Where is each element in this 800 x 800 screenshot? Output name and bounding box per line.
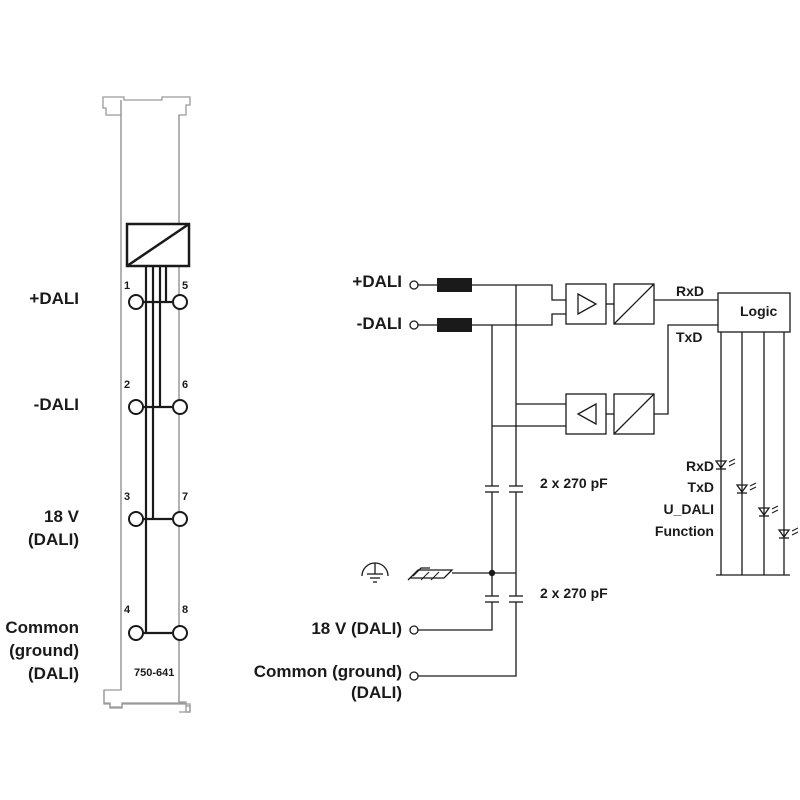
label-dali-minus: -DALI xyxy=(34,395,79,414)
choke-dali-plus xyxy=(437,278,472,292)
module-model-number: 750-641 xyxy=(134,667,174,679)
schematic-label-common-line2: (DALI) xyxy=(351,683,402,702)
terminal-2 xyxy=(128,399,144,415)
label-common-line1: Common xyxy=(5,618,79,637)
terminal-number-3: 3 xyxy=(124,491,130,503)
receiver-amplifier xyxy=(565,283,607,325)
label-dali-plus: +DALI xyxy=(29,289,79,308)
label-common-line3: (DALI) xyxy=(28,664,79,683)
protective-earth-icon xyxy=(361,562,389,583)
led-label-function: Function xyxy=(655,523,714,539)
terminal-number-2: 2 xyxy=(124,379,130,391)
input-terminal-common xyxy=(409,671,419,681)
txd-signal-label: TxD xyxy=(676,329,702,345)
module-housing xyxy=(102,96,191,713)
module-terminals xyxy=(128,294,188,641)
din-rail-icon xyxy=(407,567,454,581)
capacitor-pair-upper xyxy=(485,485,523,493)
terminal-1 xyxy=(128,294,144,310)
terminal-number-8: 8 xyxy=(182,604,188,616)
schematic-label-common-line1: Common (ground) xyxy=(254,662,402,681)
choke-dali-minus xyxy=(437,318,472,332)
terminal-6 xyxy=(172,399,188,415)
label-18v-line1: 18 V xyxy=(44,507,80,526)
terminal-7 xyxy=(172,511,188,527)
led-txd-icon xyxy=(735,482,757,494)
transmitter-amplifier xyxy=(565,393,607,435)
label-18v-line2: (DALI) xyxy=(28,530,79,549)
terminal-numbers: 1 5 2 6 3 7 4 8 xyxy=(124,280,188,616)
led-rxd-icon xyxy=(714,458,736,470)
schematic-label-18v: 18 V (DALI) xyxy=(311,619,402,638)
module-labels: +DALI -DALI 18 V (DALI) Common (ground) … xyxy=(5,289,79,683)
terminal-5 xyxy=(172,294,188,310)
terminal-3 xyxy=(128,511,144,527)
schematic: +DALI -DALI 18 V (DALI) Common (ground) … xyxy=(254,272,799,702)
terminal-number-6: 6 xyxy=(182,379,188,391)
led-label-rxd: RxD xyxy=(686,458,714,474)
module-converter-box xyxy=(125,222,191,268)
led-function-icon xyxy=(777,527,799,539)
terminal-number-5: 5 xyxy=(182,280,188,292)
led-label-udali: U_DALI xyxy=(663,501,714,517)
ground-node xyxy=(488,569,496,577)
led-label-txd: TxD xyxy=(688,479,714,495)
module-bus-lines xyxy=(136,266,172,635)
label-common-line2: (ground) xyxy=(9,641,79,660)
terminal-4 xyxy=(128,625,144,641)
capacitor-label-lower: 2 x 270 pF xyxy=(540,585,608,601)
schematic-label-dali-minus: -DALI xyxy=(357,314,402,333)
input-terminal-18v xyxy=(409,625,419,635)
terminal-number-1: 1 xyxy=(124,280,130,292)
terminal-number-4: 4 xyxy=(124,604,131,616)
rxd-signal-label: RxD xyxy=(676,283,704,299)
logic-label: Logic xyxy=(740,303,778,319)
logic-block xyxy=(717,292,791,333)
terminal-8 xyxy=(172,625,188,641)
input-terminal-dali-minus xyxy=(409,320,419,330)
capacitor-pair-lower xyxy=(485,595,523,603)
terminal-number-7: 7 xyxy=(182,491,188,503)
input-terminal-dali-plus xyxy=(409,280,419,290)
led-udali-icon xyxy=(757,505,779,517)
schematic-label-dali-plus: +DALI xyxy=(352,272,402,291)
capacitor-label-upper: 2 x 270 pF xyxy=(540,475,608,491)
